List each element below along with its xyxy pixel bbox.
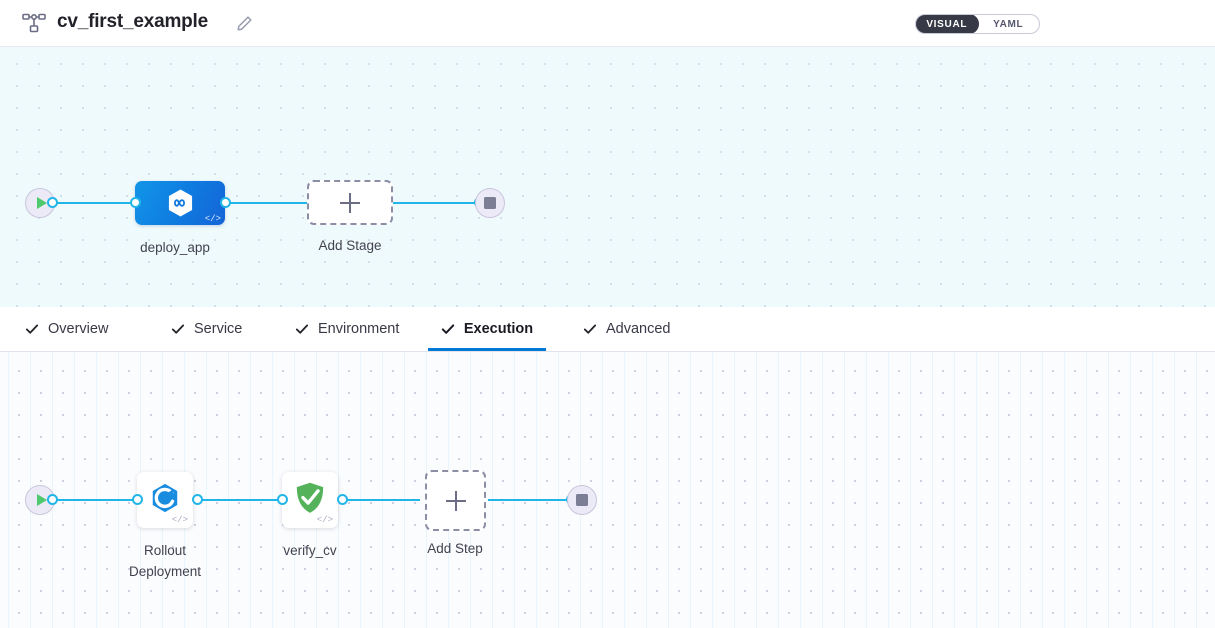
add-step-button[interactable] (425, 470, 486, 531)
code-badge-icon: </> (204, 214, 221, 224)
stage-end-node[interactable] (475, 188, 505, 218)
step-node-rollout-deployment[interactable]: </> (137, 472, 193, 528)
tab-label-overview: Overview (48, 321, 109, 337)
stop-icon (576, 494, 588, 506)
tab-execution[interactable]: Execution (428, 307, 546, 351)
edge-start-to-rollout (50, 499, 140, 501)
check-icon (441, 322, 455, 336)
page-title: cv_first_example (57, 11, 209, 32)
stage-start-output-port[interactable] (47, 197, 58, 208)
pencil-edit-icon[interactable] (236, 15, 253, 32)
stage-node-deploy-app[interactable]: </> (135, 181, 225, 225)
edge-deploy-app-to-add-stage (218, 202, 313, 204)
code-badge-icon: </> (171, 515, 188, 525)
code-badge-icon: </> (316, 515, 333, 525)
tab-label-advanced: Advanced (606, 321, 671, 337)
verify-cv-input-port[interactable] (277, 494, 288, 505)
header-bar: cv_first_example VISUAL YAML (0, 0, 1215, 47)
tab-environment[interactable]: Environment (292, 307, 402, 351)
step-node-verify-cv[interactable]: </> (282, 472, 338, 528)
add-stage-label: Add Stage (318, 238, 382, 253)
deploy-app-input-port[interactable] (130, 197, 141, 208)
step-start-output-port[interactable] (47, 494, 58, 505)
rollout-output-port[interactable] (192, 494, 203, 505)
check-icon (583, 322, 597, 336)
step-end-node[interactable] (567, 485, 597, 515)
stage-graph-canvas[interactable]: </> deploy_app Add Stage (0, 47, 1215, 307)
stop-icon (484, 197, 496, 209)
add-stage-button[interactable] (307, 180, 393, 225)
tab-service[interactable]: Service (168, 307, 245, 351)
view-mode-toggle[interactable]: VISUAL YAML (915, 14, 1040, 34)
edge-start-to-deploy-app (50, 202, 140, 204)
play-icon (36, 494, 47, 506)
toggle-option-visual[interactable]: VISUAL (916, 15, 979, 33)
verify-cv-output-port[interactable] (337, 494, 348, 505)
plus-icon (445, 490, 466, 511)
check-icon (295, 322, 309, 336)
edge-add-stage-to-end (390, 202, 485, 204)
step-node-label-rollout-deployment: Rollout Deployment (128, 543, 202, 579)
edge-verify-cv-to-add-step (340, 499, 420, 501)
pipeline-graph-icon (22, 13, 46, 35)
rollout-input-port[interactable] (132, 494, 143, 505)
edge-rollout-to-verify-cv (196, 499, 286, 501)
add-step-label: Add Step (427, 541, 483, 556)
k8s-rollout-hexagon-icon (149, 482, 181, 519)
plus-icon (340, 192, 360, 213)
step-graph-canvas[interactable]: </> Rollout Deployment </> verify_cv Add… (0, 352, 1215, 628)
edge-add-step-to-end (488, 499, 573, 501)
green-shield-check-icon (294, 481, 326, 520)
step-node-label-verify-cv: verify_cv (283, 543, 337, 558)
play-icon (36, 197, 47, 209)
tab-label-service: Service (194, 321, 243, 337)
deploy-app-output-port[interactable] (220, 197, 231, 208)
tab-label-execution: Execution (463, 321, 534, 337)
check-icon (171, 322, 185, 336)
tab-label-environment: Environment (318, 321, 400, 337)
tab-overview[interactable]: Overview (22, 307, 111, 351)
toggle-option-yaml[interactable]: YAML (993, 18, 1024, 30)
tab-advanced[interactable]: Advanced (580, 307, 674, 351)
stage-node-label-deploy-app: deploy_app (140, 240, 210, 255)
stage-config-tabs[interactable]: Overview Service Environment (0, 307, 1215, 352)
check-icon (25, 322, 39, 336)
deployment-hexagon-infinity-icon (167, 188, 194, 218)
